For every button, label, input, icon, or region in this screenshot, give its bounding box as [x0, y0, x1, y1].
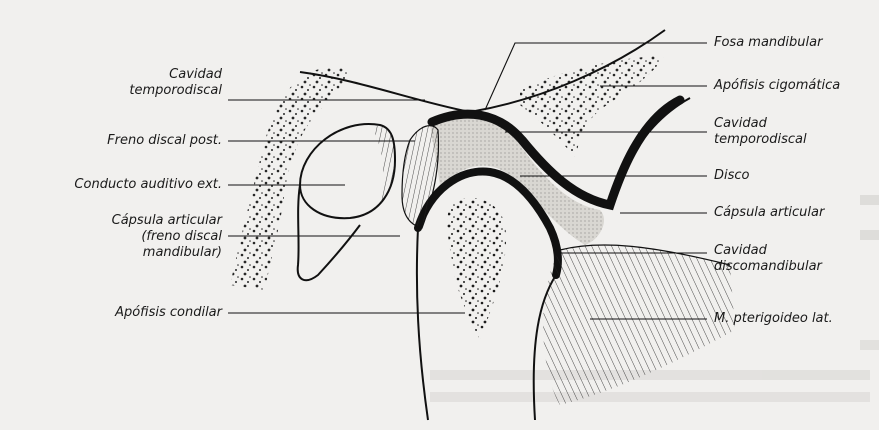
label-cavidad-temporodiscal-left: Cavidad temporodiscal [129, 67, 222, 99]
label-fosa-mandibular: Fosa mandibular [714, 35, 822, 51]
label-cavidad-discomandibular: Cavidad discomandibular [714, 243, 822, 275]
condyle-outline [417, 228, 428, 420]
label-conducto-auditivo: Conducto auditivo ext. [74, 177, 222, 193]
label-cavidad-temporodiscal-right: Cavidad temporodiscal [714, 116, 807, 148]
zygomatic-process [520, 55, 665, 158]
lateral-pterygoid [543, 245, 735, 405]
zygomatic-outline [610, 98, 690, 205]
label-disco: Disco [714, 168, 750, 184]
label-freno-discal-post: Freno discal post. [107, 133, 222, 149]
label-capsula-articular-right: Cápsula articular [714, 205, 824, 221]
label-capsula-articular-left: Cápsula articular (freno discal mandibul… [112, 213, 222, 261]
label-m-pterigoideo-lat: M. pterigoideo lat. [714, 311, 833, 327]
label-apofisis-cigomatica: Apófisis cigomática [714, 78, 840, 94]
label-apofisis-condilar: Apófisis condilar [115, 305, 222, 321]
condyle-stipple [447, 198, 506, 340]
